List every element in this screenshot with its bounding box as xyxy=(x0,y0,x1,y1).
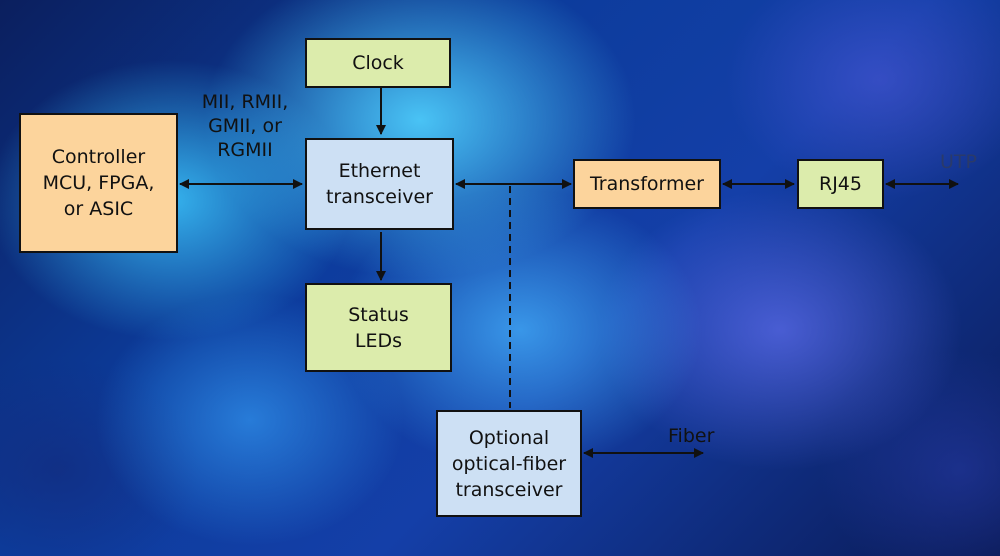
ethernet-transceiver-block: Ethernet transceiver xyxy=(305,138,454,230)
transformer-block: Transformer xyxy=(573,159,721,209)
controller-block: Controller MCU, FPGA, or ASIC xyxy=(19,113,178,253)
utp-label: UTP xyxy=(940,151,977,173)
rj45-label: RJ45 xyxy=(819,173,862,195)
status-leds-block: Status LEDs xyxy=(305,283,452,372)
clock-label: Clock xyxy=(352,52,404,74)
interface-label: MII, RMII, GMII, or RGMII xyxy=(201,91,289,161)
optical-fiber-transceiver-block: Optional optical-fiber transceiver xyxy=(436,410,582,517)
status-leds-label: Status LEDs xyxy=(348,303,409,352)
clock-block: Clock xyxy=(305,38,451,88)
controller-label: Controller MCU, FPGA, or ASIC xyxy=(42,146,155,220)
optical-fiber-transceiver-label: Optional optical-fiber transceiver xyxy=(451,426,567,501)
ethernet-transceiver-label: Ethernet transceiver xyxy=(325,160,433,208)
transformer-label: Transformer xyxy=(589,173,704,195)
fiber-label: Fiber xyxy=(668,425,715,447)
rj45-block: RJ45 xyxy=(797,159,884,209)
